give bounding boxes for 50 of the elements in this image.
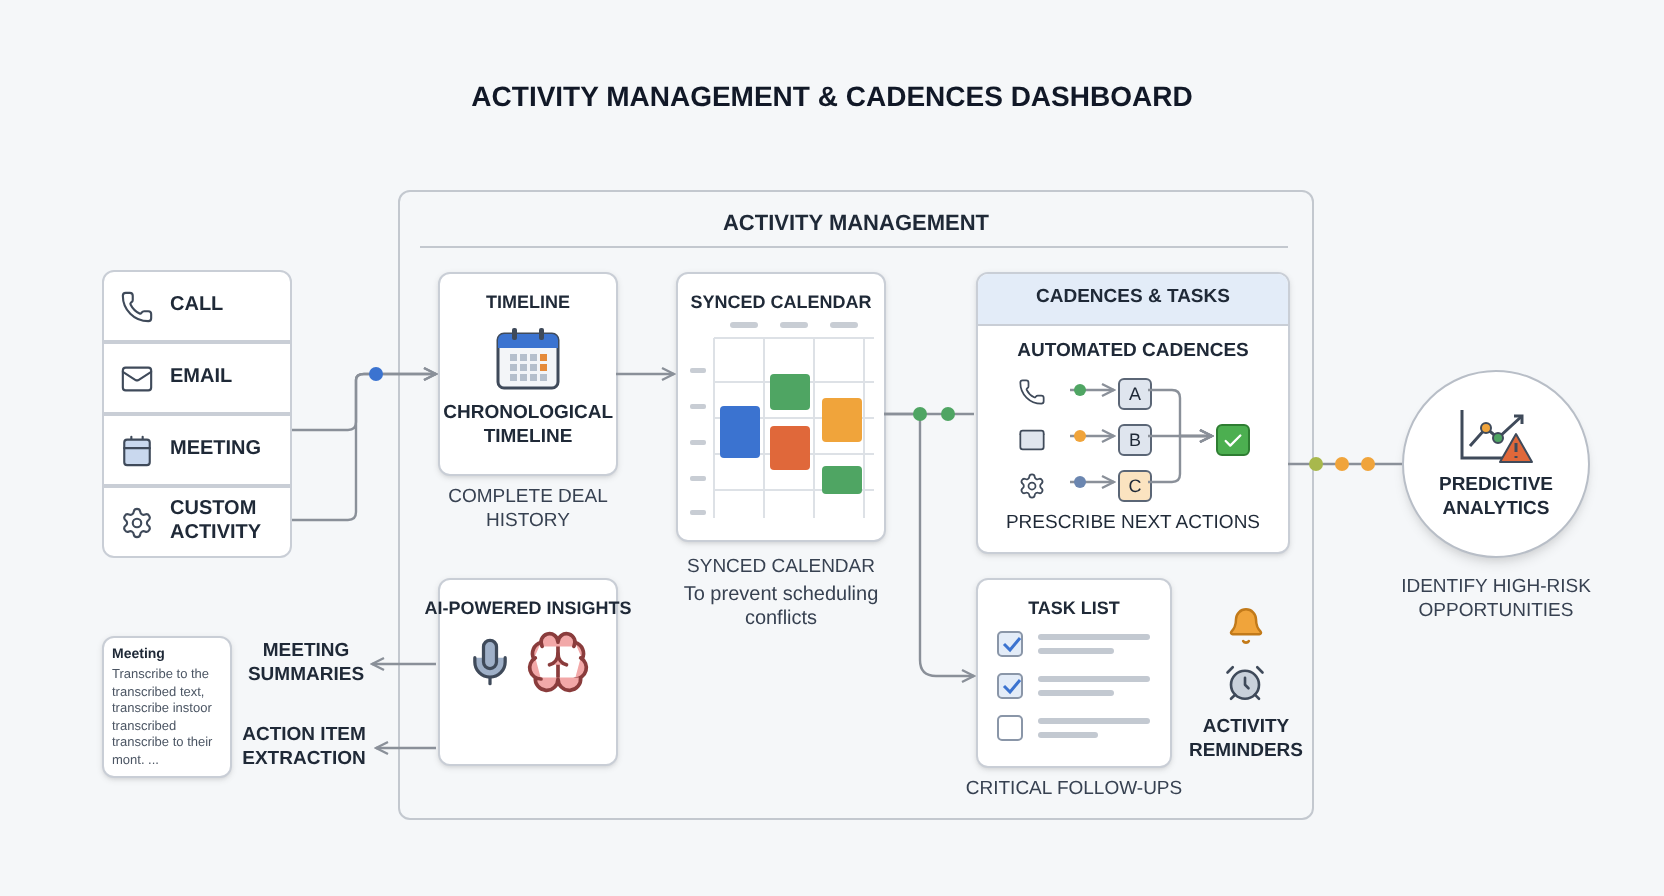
arrow (374, 740, 436, 756)
check-box (1216, 424, 1250, 456)
reminder-label: ACTIVITY REMINDERS (1186, 716, 1305, 764)
step-letter: A (1128, 385, 1141, 403)
card-title: AI-POWERED INSIGHTS (424, 596, 632, 620)
caption-text: SYNCED CALENDAR (687, 556, 875, 580)
caption-text: CRITICAL FOLLOW-UPS (965, 778, 1183, 802)
step-box (1118, 424, 1152, 456)
caption-text: IDENTIFY HIGH-RISK OPPORTUNITIES (1399, 576, 1593, 624)
panel-header: CADENCES & TASKS (978, 274, 1288, 326)
activity-label: EMAIL (170, 366, 233, 390)
arrow (884, 412, 976, 684)
activity-row (102, 342, 292, 414)
arrow (292, 366, 438, 522)
diagram-title: ACTIVITY MANAGEMENT & CADENCES DASHBOARD (471, 78, 1193, 116)
transcript-card (102, 636, 232, 778)
arrow (1070, 428, 1116, 444)
group-frame (398, 190, 1314, 820)
activity-row (102, 414, 292, 486)
panel-caption: PRESCRIBE NEXT ACTIONS (1005, 509, 1261, 538)
step-box (1118, 378, 1152, 410)
card-caption: CHRONOLOGICAL TIMELINE (443, 402, 613, 450)
activity-row (102, 486, 292, 558)
card-title: TIMELINE (486, 290, 570, 314)
arrow (1070, 474, 1116, 490)
arrow (1070, 382, 1116, 398)
feature-card (976, 578, 1172, 768)
feature-card (438, 272, 618, 476)
card-title: TASK LIST (1028, 596, 1120, 620)
description-text: To prevent scheduling conflicts (681, 584, 881, 632)
cadence-panel (976, 272, 1290, 554)
output-label: MEETING SUMMARIES (245, 640, 367, 688)
arrow (616, 366, 676, 382)
step-box (1118, 470, 1152, 502)
caption-text: COMPLETE DEAL HISTORY (446, 486, 610, 534)
activity-row (102, 270, 292, 342)
circle-label: PREDICTIVE ANALYTICS (1436, 474, 1555, 522)
activity-label: CALL (170, 294, 224, 318)
step-letter: B (1128, 431, 1141, 449)
activity-label: MEETING (170, 438, 262, 462)
feature-card (676, 272, 886, 542)
card-title: SYNCED CALENDAR (690, 290, 872, 314)
activity-label: CUSTOM ACTIVITY (170, 498, 264, 546)
step-letter: C (1128, 477, 1142, 495)
connector-line (1288, 462, 1402, 466)
arrow (370, 656, 436, 672)
group-heading: ACTIVITY MANAGEMENT (722, 210, 990, 240)
arrow (1148, 428, 1214, 484)
panel-subtitle: AUTOMATED CADENCES (1017, 338, 1249, 366)
output-label: ACTION ITEM EXTRACTION (240, 724, 368, 772)
